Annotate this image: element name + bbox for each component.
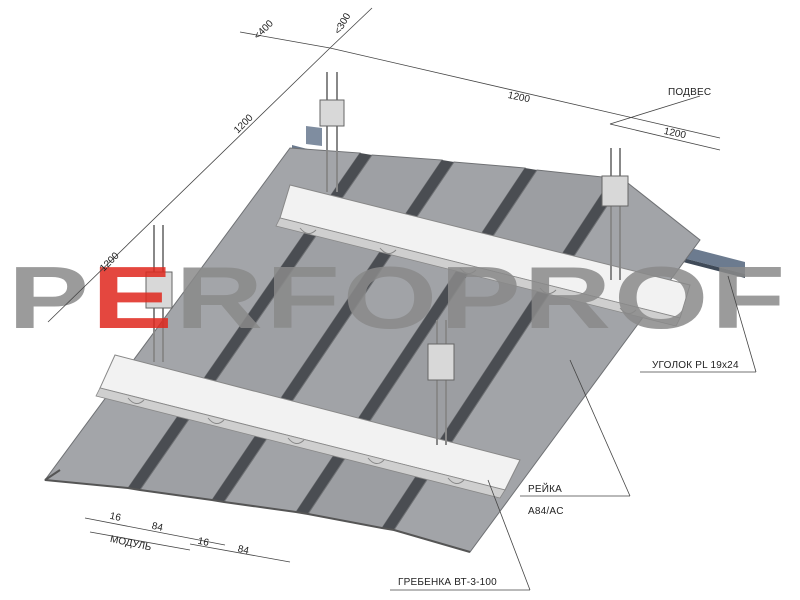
dimension-lines xyxy=(47,7,757,591)
lower-comb xyxy=(95,354,521,499)
hanger xyxy=(427,320,455,445)
hanger xyxy=(601,148,629,280)
upper-comb xyxy=(275,184,691,327)
dim-top-1200: 1200 xyxy=(507,90,531,105)
callout-labels: ПОДВЕС УГОЛОК PL 19x24 РЕЙКА A84/AC ГРЕБ… xyxy=(398,87,739,588)
label-hanger: ПОДВЕС xyxy=(668,87,711,98)
dim-panel-2: 84 xyxy=(237,544,251,557)
dim-side-upper-1200: 1200 xyxy=(232,112,256,136)
watermark-text: P xyxy=(8,248,92,347)
dim-panel-1: 84 xyxy=(151,521,165,534)
watermark-accent: E xyxy=(92,248,176,347)
hanger xyxy=(319,72,345,192)
label-rail-code: A84/AC xyxy=(528,506,564,517)
dim-offset-a: <400 xyxy=(252,18,276,42)
dim-gap-2: 16 xyxy=(197,536,211,549)
dim-gap-1: 16 xyxy=(109,511,123,524)
label-comb: ГРЕБЕНКА ВТ-3-100 xyxy=(398,577,497,588)
dim-offset-b: <300 xyxy=(333,11,354,36)
label-rail-title: РЕЙКА xyxy=(528,482,562,495)
label-angle: УГОЛОК PL 19x24 xyxy=(652,360,739,371)
dim-right-1200: 1200 xyxy=(663,126,687,141)
hangers xyxy=(145,72,629,445)
hanger xyxy=(145,225,173,362)
watermark-text-rest: RFOPROF xyxy=(175,248,788,347)
dim-module: МОДУЛЬ xyxy=(109,534,153,554)
